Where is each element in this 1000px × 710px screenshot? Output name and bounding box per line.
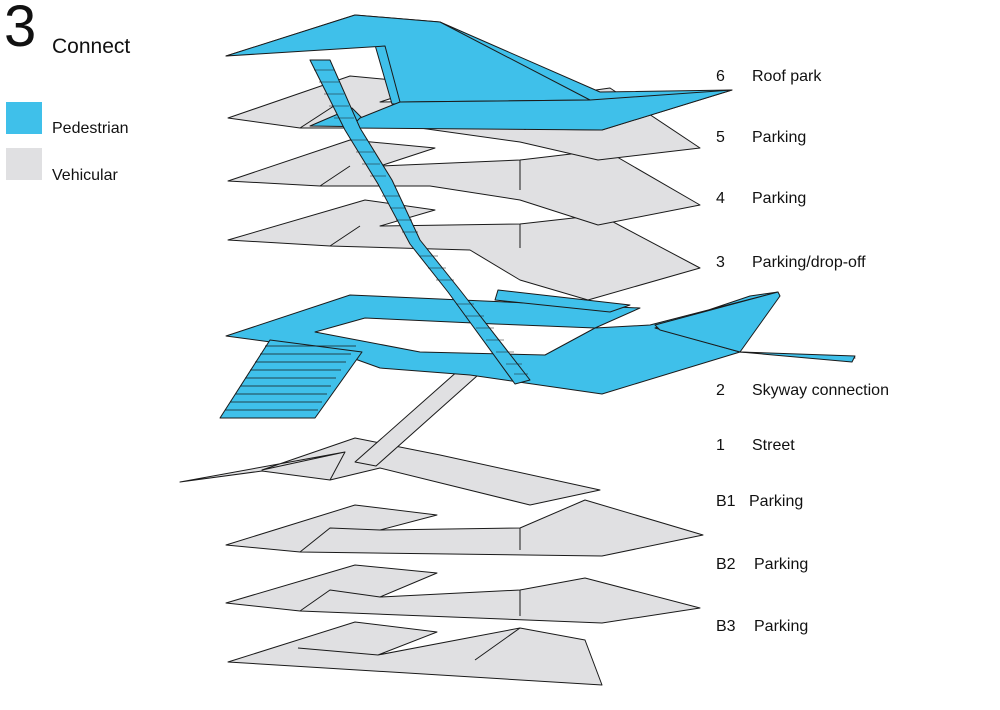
skyway-bridge — [654, 291, 856, 363]
level-code-1: 1 — [716, 437, 725, 454]
level-3-plate — [227, 199, 701, 301]
level-code-5: 5 — [716, 129, 725, 146]
legend-swatch-vehicular — [6, 148, 42, 180]
level-1-street — [179, 437, 601, 506]
level-name-4: Parking — [752, 190, 807, 207]
level-name-b2: Parking — [754, 556, 809, 573]
level-code-6: 6 — [716, 68, 725, 85]
level-name-b3: Parking — [754, 618, 809, 635]
level-6-roof-park — [225, 14, 733, 131]
level-code-2: 2 — [716, 382, 725, 399]
level-code-4: 4 — [716, 190, 725, 207]
level-code-b3: B3 — [716, 618, 736, 635]
diagram-title: Connect — [52, 35, 131, 58]
level-code-3: 3 — [716, 254, 725, 271]
level-name-3: Parking/drop-off — [752, 254, 866, 271]
level-b3-plate — [227, 621, 603, 686]
legend-label-pedestrian: Pedestrian — [52, 120, 129, 137]
level-name-b1: Parking — [749, 493, 804, 510]
level-code-b1: B1 — [716, 493, 736, 510]
level-name-1: Street — [752, 437, 795, 454]
level-name-2: Skyway connection — [752, 382, 889, 399]
level-name-6: Roof park — [752, 68, 822, 85]
legend-swatch-pedestrian — [6, 102, 42, 134]
diagram-number: 3 — [4, 0, 37, 59]
level-name-5: Parking — [752, 129, 807, 146]
level-b1-plate — [225, 499, 704, 557]
level-b2-plate — [225, 564, 701, 624]
level-code-b2: B2 — [716, 556, 736, 573]
pedestrian-stair-level-2 — [219, 339, 363, 419]
legend-label-vehicular: Vehicular — [52, 167, 118, 184]
vertical-stair-core — [309, 59, 531, 385]
level-4-plate — [227, 139, 701, 226]
